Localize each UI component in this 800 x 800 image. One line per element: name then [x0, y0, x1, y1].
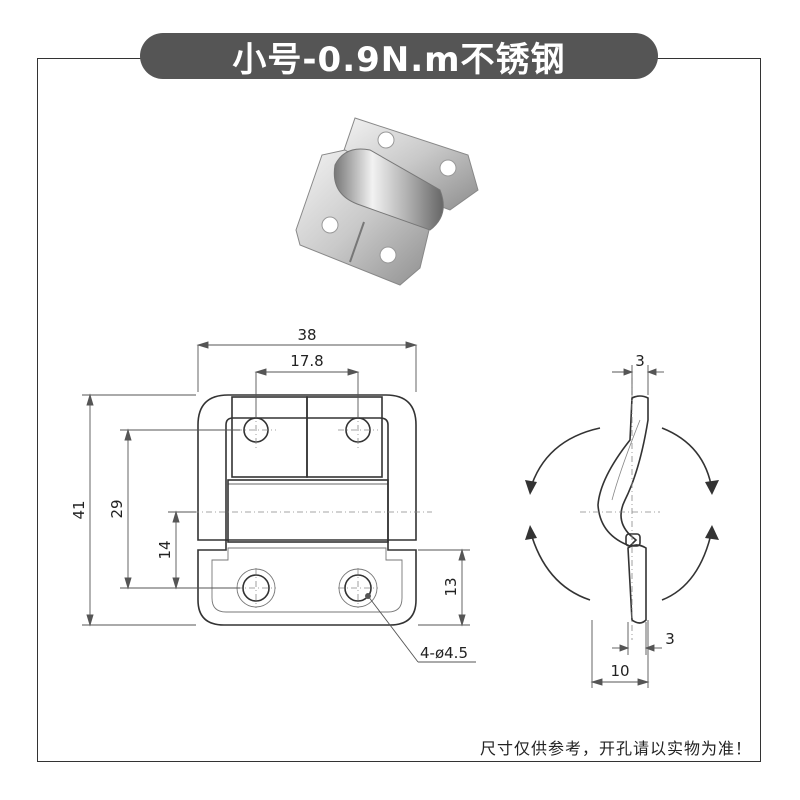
barrel: [227, 479, 389, 543]
right-knuckle: [306, 396, 383, 478]
arrow-upper-left: [529, 427, 601, 491]
title-text: 小号-0.9N.m不锈钢: [232, 39, 566, 80]
side-dimensions: [590, 365, 664, 688]
dim-lower-leaf-height: 13: [442, 577, 460, 596]
dim-side-depth: 10: [610, 662, 629, 680]
dim-hole-spacing-y: 29: [108, 499, 126, 518]
rotation-arrows: [525, 427, 719, 601]
hinge-product-image: [295, 117, 479, 286]
arrow-upper-right: [661, 427, 713, 491]
side-lower-leaf: [627, 544, 647, 624]
title-banner: 小号-0.9N.m不锈钢: [140, 33, 658, 80]
dim-overall-height: 41: [70, 500, 88, 519]
dim-side-top-thickness: 3: [635, 352, 645, 370]
hole-bottom-right: [344, 574, 372, 602]
side-view: [580, 378, 660, 640]
hole-bottom-left: [242, 574, 270, 602]
front-dimensions: [82, 341, 476, 663]
side-upper-leaf: [597, 395, 649, 547]
arrow-lower-left: [529, 529, 591, 601]
lower-leaf-outline: [197, 539, 417, 626]
dim-hole-spacing-x: 17.8: [290, 352, 323, 370]
arrow-lower-right: [661, 529, 713, 601]
front-view: [180, 394, 432, 626]
dim-side-bottom-thickness: 3: [665, 630, 675, 648]
dim-overall-width: 38: [297, 326, 316, 344]
left-knuckle: [231, 396, 308, 478]
footer-note: 尺寸仅供参考，开孔请以实物为准！: [479, 739, 752, 758]
dim-holes: 4-ø4.5: [420, 644, 468, 662]
upper-leaf-outline: [197, 394, 417, 541]
dim-center-height: 14: [156, 540, 174, 559]
